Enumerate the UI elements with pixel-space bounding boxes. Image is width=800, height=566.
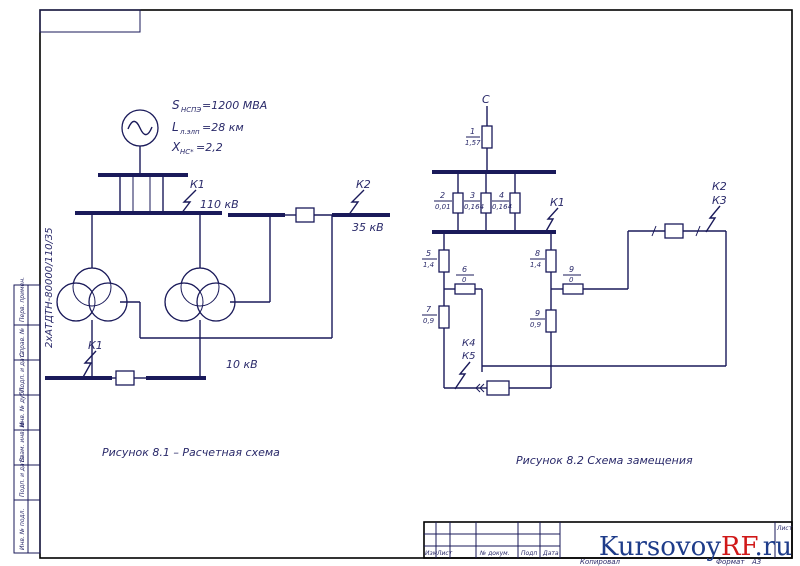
eq-fault-k1-arrow bbox=[544, 207, 559, 234]
param-l-sub: л.элп bbox=[179, 128, 200, 136]
element-6 bbox=[454, 283, 476, 295]
watermark-logo: KursovoyRF.ru bbox=[599, 532, 792, 562]
reactor-35kv bbox=[295, 207, 315, 223]
sine-icon bbox=[127, 120, 153, 136]
copied-label: Копировал bbox=[580, 558, 621, 566]
eq-reactor-10kv bbox=[486, 380, 510, 396]
fault-k1-bottom-label: К1 bbox=[88, 339, 103, 352]
stamp-label-3: Подп. и дата bbox=[19, 351, 26, 392]
param-x-sub: НС* bbox=[180, 148, 194, 156]
element-9-value: 0 bbox=[569, 276, 574, 284]
eq-fault-k2-label: К2 bbox=[712, 180, 727, 193]
element-2 bbox=[452, 192, 464, 214]
element-9 bbox=[562, 283, 584, 295]
fault-k2-label: К2 bbox=[356, 178, 371, 191]
element-7 bbox=[438, 305, 450, 329]
element-1 bbox=[481, 125, 493, 149]
transformer-type-label: 2хАТДТН-80000/110/35 bbox=[44, 227, 55, 348]
node-c-label: С bbox=[482, 93, 490, 106]
element-10-num: 9 bbox=[535, 309, 540, 318]
element-1-value: 1,57 bbox=[465, 139, 481, 147]
figure-8-2-caption: Рисунок 8.2 Схема замещения bbox=[516, 454, 693, 467]
col-list: Лист bbox=[436, 550, 453, 557]
param-l-value: =28 км bbox=[202, 121, 244, 134]
element-6-value: 0 bbox=[462, 276, 467, 284]
col-date: Дата bbox=[542, 550, 559, 557]
element-4-value: 0,164 bbox=[492, 203, 512, 211]
element-3-value: 0,164 bbox=[464, 203, 484, 211]
figure-8-2-equivalent-circuit: С 1 1,57 2 0,01 3 0,164 4 0,164 К1 5 1 bbox=[422, 93, 727, 467]
watermark-part-2: RF bbox=[720, 532, 755, 562]
stamp-label-1: Перв. примен. bbox=[19, 277, 26, 322]
element-8 bbox=[545, 249, 557, 273]
element-8-value: 1,4 bbox=[530, 261, 541, 269]
col-izm: Изм bbox=[425, 550, 438, 557]
element-3-num: 3 bbox=[470, 191, 475, 200]
eq-fault-k3-arrow bbox=[705, 205, 721, 233]
col-doc: № докум. bbox=[479, 550, 510, 557]
element-1-num: 1 bbox=[470, 127, 475, 136]
element-2-value: 0,01 bbox=[435, 203, 451, 211]
watermark-part-1: Kursovoy bbox=[598, 532, 721, 562]
param-s-symbol: S bbox=[172, 98, 180, 112]
watermark-part-3: .ru bbox=[754, 532, 792, 562]
stamp-label-7: Инв. № подл. bbox=[19, 509, 26, 550]
stamp-label-4: Инв. № дубл. bbox=[19, 386, 26, 427]
format-label: Формат bbox=[716, 558, 745, 566]
eq-fault-k1-label: К1 bbox=[550, 196, 565, 209]
col-sheet: Лист bbox=[776, 525, 793, 532]
param-x-value: =2,2 bbox=[196, 141, 223, 154]
bus-10kv-label: 10 кВ bbox=[226, 358, 258, 371]
fault-k1-top-arrow bbox=[180, 189, 197, 215]
element-5-value: 1,4 bbox=[423, 261, 434, 269]
title-block: Изм Лист № докум. Подп Дата Лист bbox=[423, 521, 793, 559]
bus-110kv-label: 110 кВ bbox=[200, 198, 239, 211]
stamp-label-5: Взам. инв. № bbox=[19, 421, 26, 462]
param-s-sub: НСПЭ bbox=[181, 106, 201, 114]
format-value: А3 bbox=[751, 558, 761, 566]
element-10-value: 0,9 bbox=[530, 321, 542, 329]
fault-k2-arrow bbox=[347, 189, 365, 217]
element-10 bbox=[545, 309, 557, 333]
fault-k1-top-label: К1 bbox=[190, 178, 205, 191]
eq-fault-k5-label: К5 bbox=[462, 351, 475, 362]
stamp-label-6: Подп. и дата bbox=[19, 456, 26, 497]
eq-fault-k5-arrow bbox=[454, 361, 471, 390]
eq-fault-k3-label: К3 bbox=[712, 194, 727, 207]
figure-8-1-caption: Рисунок 8.1 – Расчетная схема bbox=[102, 446, 280, 459]
element-4-num: 4 bbox=[499, 191, 504, 200]
fault-k1-bottom-arrow bbox=[81, 350, 97, 380]
param-l-symbol: L bbox=[172, 120, 179, 134]
figure-8-1-design-scheme: S НСПЭ =1200 МВА L л.элп =28 км X НС* =2… bbox=[44, 98, 390, 459]
param-s-value: =1200 МВА bbox=[202, 99, 267, 112]
side-stamp: Перв. примен. Справ. № Подп. и дата Инв.… bbox=[13, 277, 41, 554]
drawing-frame bbox=[39, 9, 793, 559]
element-7-num: 7 bbox=[426, 305, 432, 314]
element-5 bbox=[438, 249, 450, 273]
param-x-symbol: X bbox=[171, 140, 181, 154]
element-5-num: 5 bbox=[426, 249, 431, 258]
element-7-value: 0,9 bbox=[423, 317, 435, 325]
reactor-10kv bbox=[115, 370, 135, 386]
eq-fault-k4-label: К4 bbox=[462, 338, 475, 349]
element-9-num: 9 bbox=[569, 265, 574, 274]
element-8-num: 8 bbox=[535, 249, 540, 258]
element-6-num: 6 bbox=[462, 265, 467, 274]
eq-reactor-35kv bbox=[664, 223, 684, 239]
top-corner-box bbox=[39, 9, 141, 33]
bus-35kv-label: 35 кВ bbox=[352, 221, 384, 234]
col-sign: Подп bbox=[521, 550, 537, 557]
element-2-num: 2 bbox=[440, 191, 445, 200]
stamp-label-2: Справ. № bbox=[19, 328, 26, 357]
